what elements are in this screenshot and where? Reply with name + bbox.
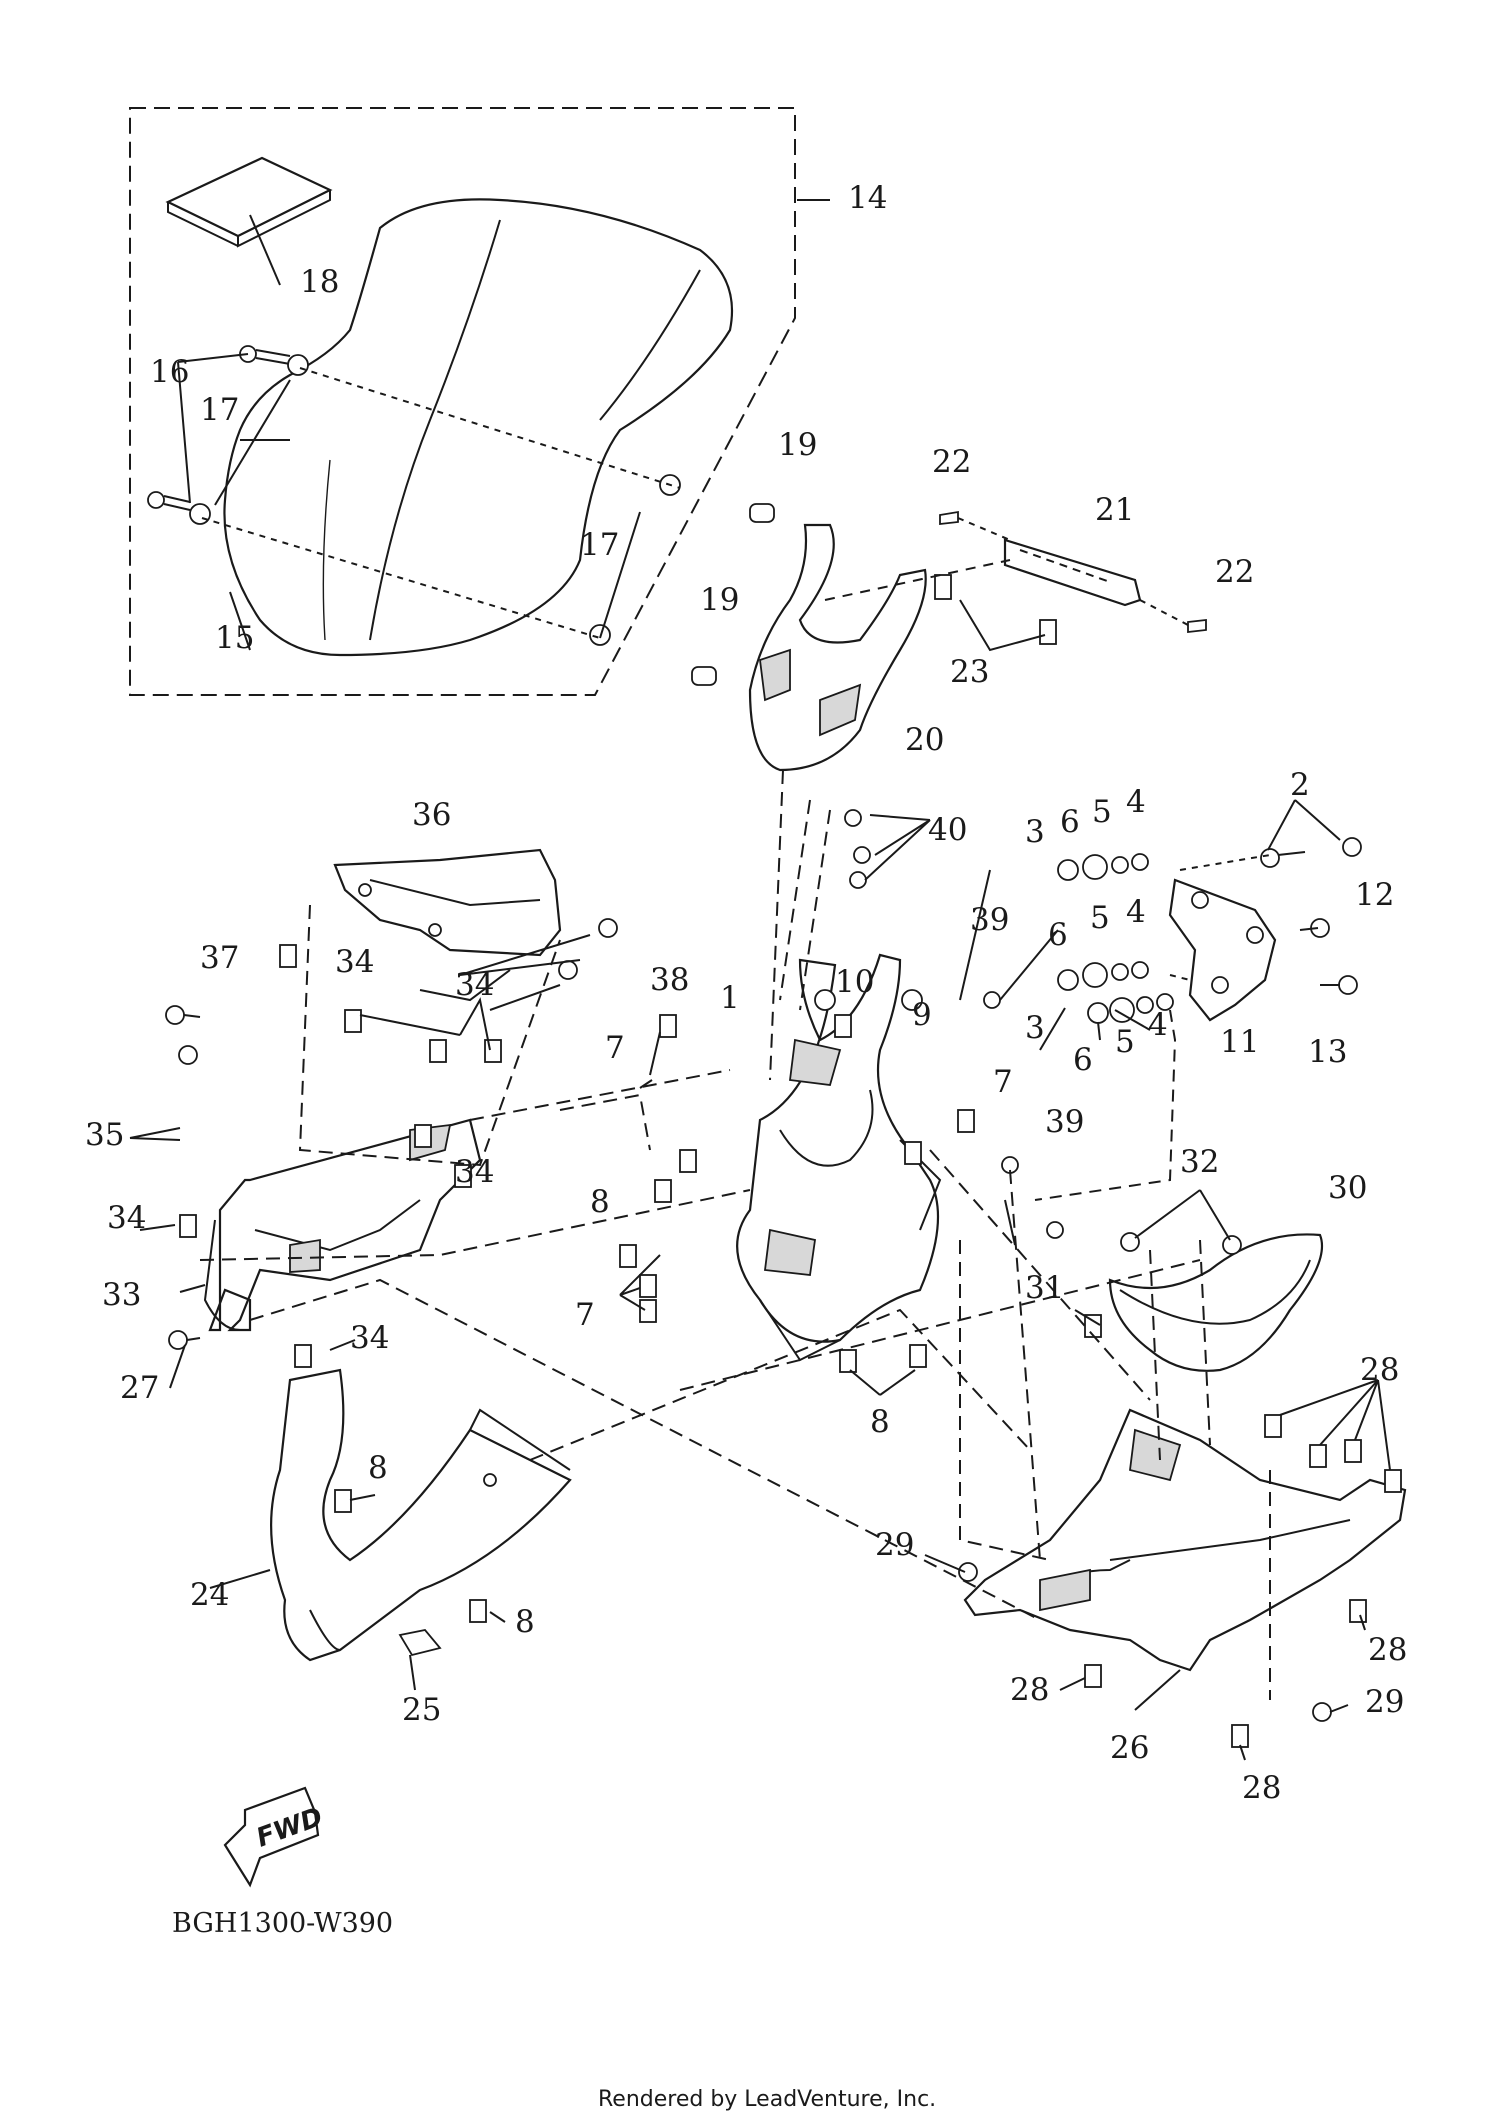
callout-28a: 28 [1360, 1352, 1399, 1388]
side-cover-30 [1108, 1232, 1324, 1372]
callout-39b: 39 [1045, 1104, 1084, 1140]
callout-4a: 4 [1126, 784, 1146, 820]
callout-28b: 28 [1368, 1632, 1407, 1668]
diagram-id: BGH1300-W390 [172, 1908, 393, 1939]
windshield [223, 198, 734, 657]
grommets [691, 503, 775, 686]
callout-27: 27 [120, 1370, 159, 1406]
callout-8b: 8 [870, 1404, 890, 1440]
callout-labels: 14 18 16 17 17 15 19 19 22 21 22 23 20 3… [85, 180, 1407, 1806]
callout-40: 40 [928, 812, 967, 848]
callout-26: 26 [1110, 1730, 1149, 1766]
callout-36: 36 [412, 797, 451, 833]
callout-16: 16 [150, 354, 189, 390]
callout-19b: 19 [700, 582, 739, 618]
callout-28d: 28 [1242, 1770, 1281, 1806]
callout-8a: 8 [590, 1184, 610, 1220]
callout-1: 1 [720, 980, 740, 1016]
callout-25: 25 [402, 1692, 441, 1728]
bracket-21 [824, 510, 1207, 652]
windshield-kit-boundary [129, 107, 796, 696]
callout-21: 21 [1095, 492, 1134, 528]
callout-15: 15 [215, 620, 254, 656]
clip-25 [398, 1629, 442, 1657]
manual-booklet [165, 156, 333, 286]
callout-17b: 17 [580, 527, 619, 563]
callout-34a: 34 [335, 944, 374, 980]
callout-39a: 39 [970, 902, 1009, 938]
callout-11: 11 [1220, 1024, 1259, 1060]
front-cowl [270, 1368, 572, 1662]
callout-7a: 7 [605, 1030, 625, 1066]
callout-4c: 4 [1148, 1007, 1168, 1043]
callout-6b: 6 [1048, 917, 1068, 953]
footer-credit: Rendered by LeadVenture, Inc. [598, 2087, 936, 2112]
callout-5a: 5 [1092, 794, 1112, 830]
callout-9: 9 [912, 997, 932, 1033]
upper-left-cover [333, 848, 562, 957]
callout-34b: 34 [455, 967, 494, 1003]
mount-plate-11 [1034, 799, 1362, 1201]
callout-19a: 19 [778, 427, 817, 463]
windshield-bracket [748, 523, 927, 772]
screws [558, 809, 1332, 1722]
callout-34d: 34 [107, 1200, 146, 1236]
callout-2: 2 [1290, 767, 1310, 803]
callout-5b: 5 [1090, 900, 1110, 936]
callout-35: 35 [85, 1117, 124, 1153]
callout-22b: 22 [1215, 554, 1254, 590]
callout-20: 20 [905, 722, 944, 758]
callout-4b: 4 [1126, 894, 1146, 930]
clip-nuts [179, 944, 1402, 1748]
callout-17a: 17 [200, 392, 239, 428]
assembly-lines [199, 769, 1271, 1700]
callout-30: 30 [1328, 1170, 1367, 1206]
left-inner-panel [203, 1118, 482, 1332]
callout-32: 32 [1180, 1144, 1219, 1180]
callout-14: 14 [848, 180, 887, 216]
callout-3b: 3 [1025, 1010, 1045, 1046]
screws-left [165, 1005, 201, 1350]
callout-23: 23 [950, 654, 989, 690]
callout-24: 24 [190, 1577, 229, 1613]
callout-13: 13 [1308, 1034, 1347, 1070]
callout-31: 31 [1025, 1270, 1064, 1306]
callout-33: 33 [102, 1277, 141, 1313]
callout-7c: 7 [575, 1297, 595, 1333]
callout-8c: 8 [368, 1450, 388, 1486]
callout-34c: 34 [455, 1154, 494, 1190]
callout-8d: 8 [515, 1604, 535, 1640]
callout-18: 18 [300, 264, 339, 300]
callout-37: 37 [200, 940, 239, 976]
windshield-bolts [147, 345, 681, 651]
callout-29a: 29 [875, 1527, 914, 1563]
callout-3a: 3 [1025, 814, 1045, 850]
leader-lines [129, 199, 1391, 1761]
lower-cowl-26 [963, 1408, 1407, 1672]
callout-6c: 6 [1073, 1042, 1093, 1078]
callout-34e: 34 [350, 1320, 389, 1356]
callout-6a: 6 [1060, 804, 1080, 840]
callout-7b: 7 [993, 1064, 1013, 1100]
callout-28c: 28 [1010, 1672, 1049, 1708]
center-stay [736, 953, 942, 1362]
callout-22a: 22 [932, 444, 971, 480]
callout-5c: 5 [1115, 1024, 1135, 1060]
callout-10: 10 [835, 964, 874, 1000]
callout-38: 38 [650, 962, 689, 998]
fwd-arrow-icon: FWD [223, 1786, 327, 1888]
callout-12: 12 [1355, 877, 1394, 913]
callout-29b: 29 [1365, 1684, 1404, 1720]
